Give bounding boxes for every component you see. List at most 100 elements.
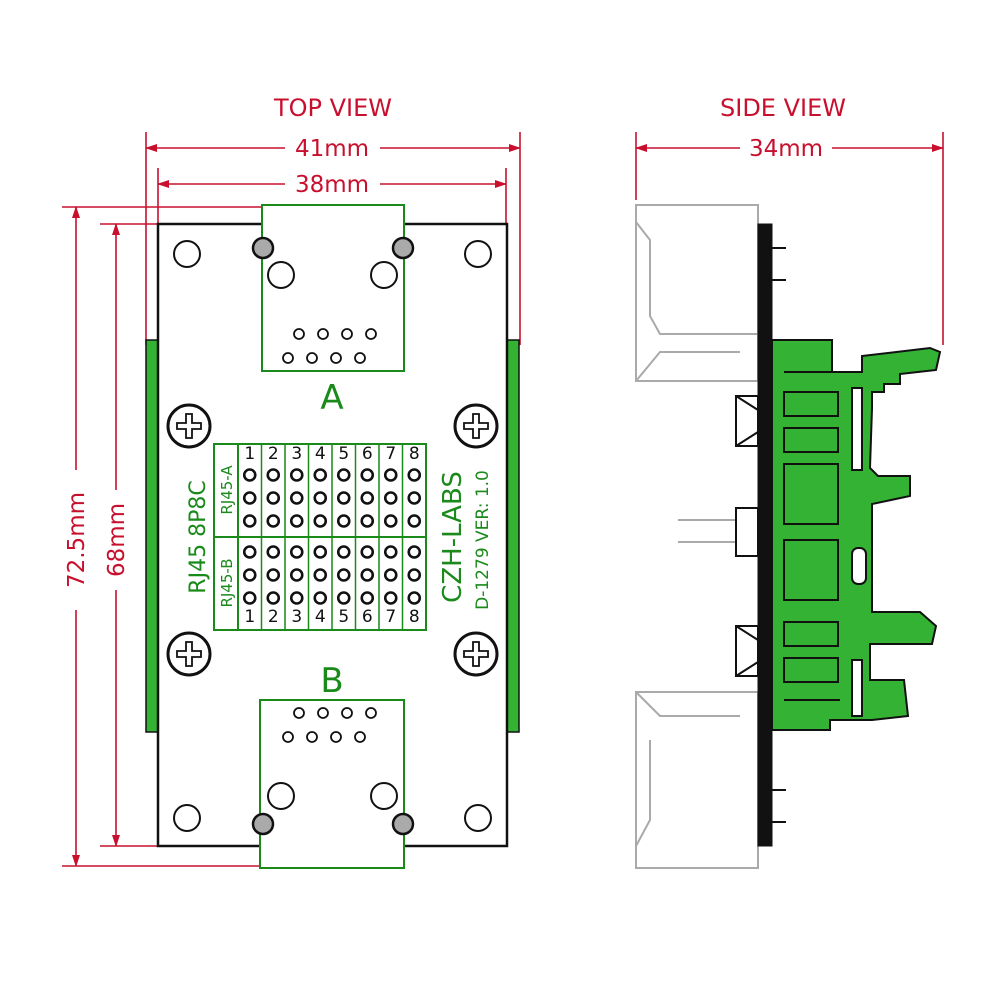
screw-icon: [453, 631, 499, 677]
terminal-pin: [407, 545, 422, 559]
screw-icon: [453, 403, 499, 449]
side-view: SIDE VIEW 34mm: [635, 94, 944, 869]
screw-icon: [166, 631, 212, 677]
terminal-pin: [383, 545, 398, 559]
top-view: TOP VIEW 41mm 38mm 72.5mm: [62, 94, 521, 869]
mount-hole: [464, 804, 492, 832]
width-inner-dimension: 38mm: [157, 168, 507, 228]
terminal-pin: [336, 468, 351, 482]
side-view-title: SIDE VIEW: [720, 94, 846, 122]
port-b-label: B: [320, 661, 343, 701]
terminal-pin: [383, 591, 398, 605]
terminal-pin: [242, 545, 257, 559]
width-outer-dimension: 41mm: [145, 132, 521, 345]
terminal-pin: [360, 568, 375, 582]
pin-number-a: 2: [268, 444, 279, 464]
terminal-pin: [407, 568, 422, 582]
terminal-pin: [313, 468, 328, 482]
side-width-dimension: 34mm: [635, 132, 944, 345]
terminal-pin: [336, 545, 351, 559]
pin-number-a: 8: [409, 444, 420, 464]
rj45-connector-a: [251, 204, 415, 372]
rj45-housing-top: [635, 204, 759, 382]
terminal-pin: [242, 568, 257, 582]
terminal-pin: [266, 591, 281, 605]
terminal-pin: [242, 468, 257, 482]
pin-number-a: 4: [315, 444, 326, 464]
terminal-pin: [266, 568, 281, 582]
top-view-title: TOP VIEW: [273, 94, 392, 122]
height-outer-dimension: 72.5mm: [62, 206, 262, 867]
terminal-pin: [360, 591, 375, 605]
terminal-pin: [407, 491, 422, 505]
terminal-pin: [313, 568, 328, 582]
pin-number-b: 4: [315, 607, 326, 627]
terminal-pin: [336, 568, 351, 582]
terminal-pin: [242, 591, 257, 605]
mount-hole: [173, 240, 201, 268]
terminal-pin: [242, 491, 257, 505]
row-b-label: RJ45-B: [218, 558, 236, 607]
rj45-connector-b: [251, 699, 415, 869]
terminal-pin: [360, 491, 375, 505]
pin-number-b: 2: [268, 607, 279, 627]
terminal-pin: [313, 545, 328, 559]
header-pins: [678, 507, 759, 557]
terminal-head: [735, 625, 759, 677]
height-inner-dimension: 68mm: [100, 223, 160, 847]
row-a-label: RJ45-A: [218, 465, 236, 515]
pcb-edge: [757, 223, 773, 847]
pin-number-b: 3: [291, 607, 302, 627]
pin-number-b: 6: [362, 607, 373, 627]
terminal-pin: [313, 491, 328, 505]
terminal-pin: [289, 491, 304, 505]
screw-icon: [166, 403, 212, 449]
brand-label: CZH-LABS: [438, 471, 468, 603]
port-a-label: A: [320, 378, 343, 418]
terminal-pin: [383, 568, 398, 582]
pin-number-b: 5: [338, 607, 349, 627]
terminal-pin: [266, 545, 281, 559]
side-width-label: 34mm: [749, 136, 823, 162]
terminal-pin: [360, 545, 375, 559]
terminal-pin: [336, 491, 351, 505]
terminal-pin: [313, 591, 328, 605]
terminal-pin: [383, 514, 398, 528]
rj45-housing-bottom: [635, 691, 759, 869]
terminal-pin: [266, 468, 281, 482]
pin-number-b: 8: [409, 607, 420, 627]
height-outer-label: 72.5mm: [64, 492, 90, 588]
terminal-pin: [383, 491, 398, 505]
mount-hole: [173, 804, 201, 832]
terminal-pin: [289, 468, 304, 482]
terminal-pin: [360, 514, 375, 528]
terminal-pin: [336, 591, 351, 605]
pin-number-b: 1: [244, 607, 255, 627]
terminal-pin: [289, 591, 304, 605]
terminal-pin: [407, 514, 422, 528]
pin-number-a: 6: [362, 444, 373, 464]
width-outer-label: 41mm: [295, 136, 369, 162]
terminal-pin: [360, 468, 375, 482]
connector-type-label: RJ45 8P8C: [186, 480, 211, 593]
terminal-pin: [336, 514, 351, 528]
terminal-pin: [313, 514, 328, 528]
terminal-pin: [289, 514, 304, 528]
width-inner-label: 38mm: [295, 172, 369, 198]
model-label: D-1279 VER: 1.0: [473, 470, 493, 610]
din-rail-left: [145, 339, 159, 733]
pin-number-a: 7: [385, 444, 396, 464]
terminal-pin: [289, 545, 304, 559]
terminal-pin: [383, 468, 398, 482]
pin-number-a: 3: [291, 444, 302, 464]
din-rail-right: [506, 339, 520, 733]
din-rail-mount: [771, 339, 942, 731]
pin-number-b: 7: [385, 607, 396, 627]
height-inner-label: 68mm: [104, 503, 130, 577]
pin-number-a: 1: [244, 444, 255, 464]
pin-number-a: 5: [338, 444, 349, 464]
terminal-pin: [407, 591, 422, 605]
terminal-pin: [407, 468, 422, 482]
